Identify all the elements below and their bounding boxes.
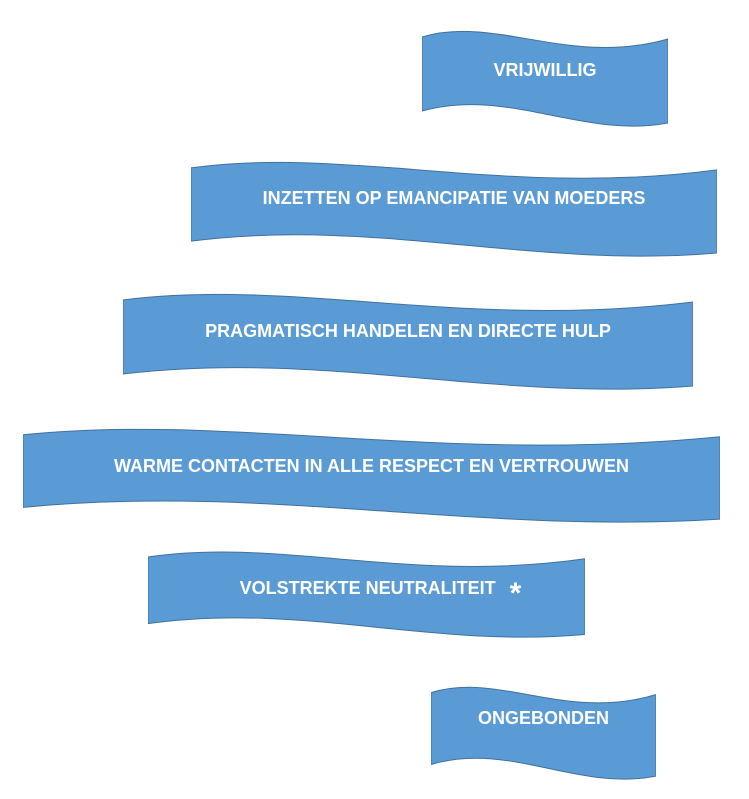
- wave-shape: [123, 294, 693, 389]
- banner-label-text: VOLSTREKTE NEUTRALITEIT: [239, 578, 496, 598]
- wave-shape: [422, 31, 668, 126]
- banner-ongebonden: ONGEBONDEN: [431, 683, 656, 780]
- banner-label: PRAGMATISCH HANDELEN EN DIRECTE HULP: [205, 321, 611, 341]
- wave-shape: [431, 687, 656, 779]
- asterisk-icon: *: [509, 577, 522, 610]
- banner-label: WARME CONTACTEN IN ALLE RESPECT EN VERTR…: [113, 456, 629, 476]
- banner-label: VRIJWILLIG: [493, 60, 597, 80]
- banner-neutraliteit: VOLSTREKTE NEUTRALITEIT *: [148, 548, 585, 638]
- wave-shape: [191, 162, 717, 256]
- wave-shape: [148, 552, 585, 637]
- banner-label: ONGEBONDEN: [477, 708, 609, 728]
- banner-vrijwillig: VRIJWILLIG: [422, 27, 668, 127]
- banner-pragmatisch: PRAGMATISCH HANDELEN EN DIRECTE HULP: [123, 290, 693, 390]
- banner-label: VOLSTREKTE NEUTRALITEIT *: [148, 577, 585, 611]
- wave-shape: [23, 429, 720, 522]
- banner-emancipatie: INZETTEN OP EMANCIPATIE VAN MOEDERS: [191, 158, 717, 257]
- banner-label: INZETTEN OP EMANCIPATIE VAN MOEDERS: [262, 188, 646, 208]
- banner-warme-contacten: WARME CONTACTEN IN ALLE RESPECT EN VERTR…: [23, 425, 720, 523]
